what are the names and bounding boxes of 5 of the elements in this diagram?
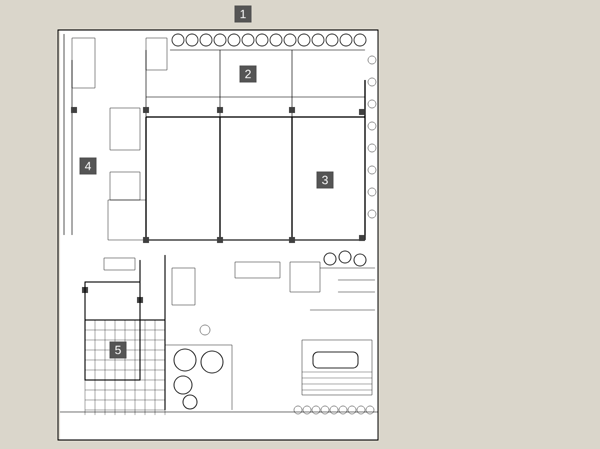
callout-number: 3 <box>316 172 334 188</box>
callout-number: 2 <box>240 66 256 82</box>
callout-number: 5 <box>110 342 126 358</box>
callout-number: 1 <box>234 6 252 22</box>
callout-number: 4 <box>80 158 96 174</box>
